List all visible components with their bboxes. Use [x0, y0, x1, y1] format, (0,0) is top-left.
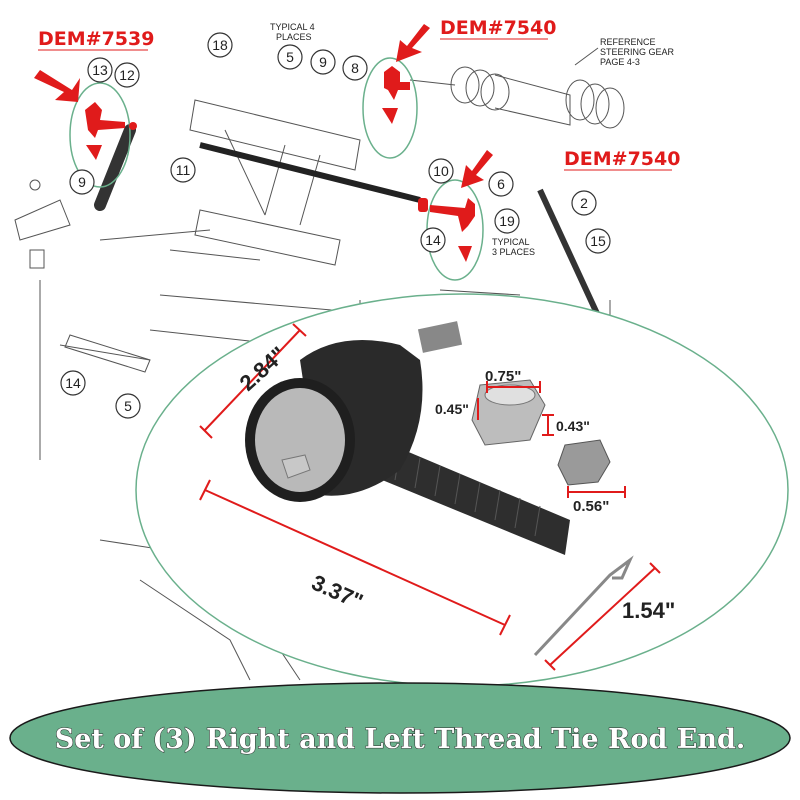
- arrow-icon: [34, 70, 80, 102]
- typical-4-places-note: TYPICAL 4: [270, 22, 315, 32]
- highlighted-tie-rod-top: [362, 24, 430, 159]
- product-detail-ellipse: 2.84" 3.37" 0.75" 0.45" 0.43" 0.56" 1.54…: [135, 293, 789, 687]
- svg-text:19: 19: [499, 213, 515, 229]
- dimension-nut-height-left: 0.45": [435, 401, 469, 417]
- svg-text:15: 15: [590, 233, 606, 249]
- callout-5: 5: [277, 44, 303, 70]
- svg-text:18: 18: [212, 37, 228, 53]
- dem-label-left: DEM#7539: [38, 28, 154, 50]
- svg-text:11: 11: [176, 162, 191, 178]
- svg-text:14: 14: [65, 375, 81, 391]
- svg-text:12: 12: [119, 67, 135, 83]
- callout-5b: 5: [115, 393, 141, 419]
- svg-text:5: 5: [124, 398, 132, 414]
- callout-14b: 14: [60, 370, 86, 396]
- cotter-pin-image: [533, 555, 634, 657]
- svg-text:10: 10: [433, 163, 449, 179]
- arrow-icon: [396, 24, 430, 62]
- typical-3-places-note-2: 3 PLACES: [492, 247, 535, 257]
- dimension-cotter-pin-length: 1.54": [622, 598, 675, 623]
- callout-9b: 9: [69, 169, 95, 195]
- callout-11: 11: [170, 157, 196, 183]
- svg-text:9: 9: [319, 54, 327, 70]
- dimension-nut-height-right: 0.43": [556, 418, 590, 434]
- callout-6: 6: [488, 171, 514, 197]
- steering-assembly-lineart: [14, 47, 625, 681]
- arrow-icon: [461, 150, 493, 188]
- callout-14: 14: [420, 227, 446, 253]
- svg-text:2: 2: [580, 195, 588, 211]
- reference-note-2: STEERING GEAR: [600, 47, 675, 57]
- castle-nut-image: [557, 439, 611, 486]
- dem-label-right: DEM#7540: [564, 148, 680, 170]
- callout-8: 8: [342, 55, 368, 81]
- typical-4-places-note-2: PLACES: [276, 32, 312, 42]
- callout-19: 19: [494, 208, 520, 234]
- title-banner: Set of (3) Right and Left Thread Tie Rod…: [9, 682, 791, 794]
- tie-rod-end-image: [245, 321, 570, 555]
- svg-text:6: 6: [497, 176, 505, 192]
- reference-note: REFERENCE: [600, 37, 656, 47]
- svg-text:5: 5: [286, 49, 294, 65]
- reference-note-3: PAGE 4-3: [600, 57, 640, 67]
- callout-15: 15: [585, 228, 611, 254]
- callout-10: 10: [428, 158, 454, 184]
- svg-text:8: 8: [351, 60, 359, 76]
- dimension-nut-width: 0.75": [485, 368, 521, 385]
- callout-2: 2: [571, 190, 597, 216]
- svg-text:14: 14: [425, 232, 441, 248]
- callout-13: 13: [87, 57, 113, 83]
- banner-title: Set of (3) Right and Left Thread Tie Rod…: [55, 724, 745, 755]
- callout-18: 18: [207, 32, 233, 58]
- highlighted-tie-rod-left: [34, 70, 137, 188]
- typical-3-places-note: TYPICAL: [492, 237, 530, 247]
- callout-9: 9: [310, 49, 336, 75]
- svg-text:9: 9: [78, 174, 86, 190]
- callout-12: 12: [114, 62, 140, 88]
- dem-label-top: DEM#7540: [440, 17, 556, 39]
- dimension-castle-nut-width: 0.56": [573, 498, 609, 515]
- svg-text:13: 13: [92, 62, 108, 78]
